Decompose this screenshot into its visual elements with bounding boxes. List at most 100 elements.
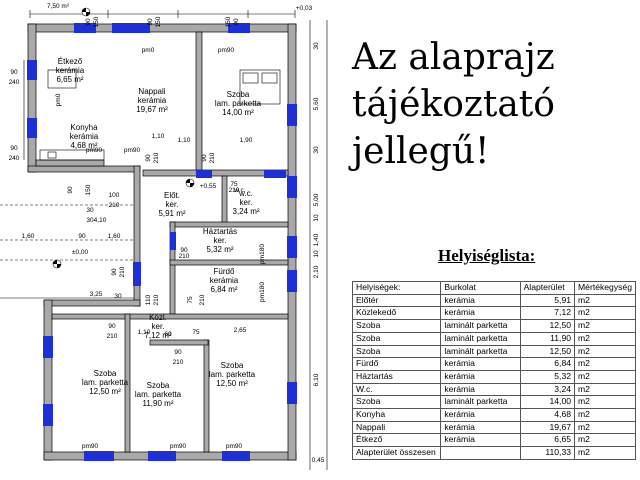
- room-area-label: 5,91 m²: [158, 209, 185, 218]
- table-cell: kerámia: [440, 420, 521, 435]
- bed-icon: [239, 69, 281, 105]
- header-cell: Alapterület: [519, 281, 576, 295]
- room-finish-label: lam. parketta: [209, 370, 256, 379]
- room-name-label: w.c.: [238, 189, 253, 198]
- dimension-label: 90: [174, 349, 182, 356]
- table-cell: Nappali: [351, 420, 442, 435]
- table-cell: kerámia: [440, 369, 521, 384]
- windows: [27, 23, 297, 461]
- dimension-label: 2,10: [313, 265, 320, 278]
- room-name-label: Étkező: [58, 57, 83, 66]
- table-cell: 12,50: [519, 344, 576, 359]
- dimension-label: ±0,00: [72, 249, 89, 256]
- dimension-label: 90: [78, 233, 86, 240]
- table-cell: kerámia: [440, 293, 521, 308]
- dimension-label: 110: [145, 294, 152, 305]
- dimension-label: 75: [230, 181, 238, 188]
- dimension-label: 3,25: [90, 291, 103, 298]
- table-cell: 6,65: [519, 433, 576, 448]
- notice-line: tájékoztató: [352, 84, 555, 125]
- dimension-label: 240: [9, 155, 20, 162]
- table-cell: laminált parketta: [440, 319, 521, 333]
- room-area-label: 14,00 m²: [222, 108, 254, 117]
- table-cell: m2: [574, 306, 636, 321]
- room-list-title: Helyiséglista:: [438, 246, 536, 265]
- dimension-label: 60: [164, 331, 172, 338]
- dimension-label: 30: [86, 207, 94, 214]
- dimension-label: 5,60: [313, 97, 320, 110]
- level-marker-icons: [52, 7, 195, 269]
- dimension-label: 1,60: [22, 233, 35, 240]
- table-cell: Szoba: [351, 344, 442, 359]
- table-cell: Közlekedő: [351, 306, 442, 321]
- dimension-label: 210: [173, 359, 184, 366]
- dimension-label: 1,10: [178, 137, 191, 144]
- table-cell: Étkező: [351, 433, 442, 448]
- dimension-label: pm180: [259, 282, 266, 302]
- table-cell: Háztartás: [351, 369, 442, 384]
- room-area-label: 7,12 m²: [144, 331, 171, 340]
- dimension-label: 7,50 m²: [47, 3, 70, 10]
- room-finish-label: ker.: [214, 236, 227, 245]
- dimension-label: 1,90: [240, 137, 253, 144]
- table-cell: m2: [574, 319, 636, 333]
- dimension-label: 210: [153, 152, 160, 163]
- table-cell: 12,50: [519, 319, 576, 333]
- dimension-label: pm0: [142, 47, 155, 54]
- table-cell: m2: [574, 344, 636, 359]
- room-finish-label: ker.: [240, 198, 253, 207]
- dimension-label: pm180: [259, 244, 266, 264]
- dimension-label: 150: [155, 16, 162, 27]
- dimension-label: 4,10: [94, 217, 107, 224]
- dimension-label: 90: [201, 154, 208, 162]
- room-finish-label: kerámia: [138, 96, 167, 105]
- table-cell: 19,67: [519, 420, 576, 435]
- table-cell: m2: [574, 446, 636, 460]
- room-name-label: Szoba: [147, 381, 170, 390]
- dimension-label: 210: [179, 253, 190, 260]
- table-cell: kerámia: [440, 357, 521, 371]
- table-cell: 4,68: [519, 408, 576, 422]
- table-cell: m2: [574, 369, 636, 384]
- dimension-label: 90: [147, 18, 154, 26]
- dimension-label: 90: [180, 247, 188, 254]
- dimension-lines: [0, 10, 328, 470]
- room-area-label: 12,50 m²: [89, 387, 121, 396]
- dimension-label: w.c.: [233, 187, 245, 194]
- room-name-label: Konyha: [70, 123, 98, 132]
- dimension-label: 210: [153, 294, 160, 305]
- table-cell: 110,33: [519, 446, 576, 460]
- table-cell: Szoba: [351, 395, 442, 410]
- dimension-label: pm90: [170, 443, 187, 450]
- dimension-label: 210: [209, 152, 216, 163]
- room-area-label: 6,65 m²: [56, 75, 83, 84]
- dimension-label: 210: [109, 202, 120, 209]
- dimension-label: 75: [187, 296, 194, 304]
- room-finish-label: ker.: [166, 200, 179, 209]
- room-name-label: Szoba: [94, 369, 117, 378]
- room-finish-label: lam. parketta: [135, 390, 182, 399]
- room-name-label: Háztartás: [203, 227, 237, 236]
- room-area-label: 11,90 m²: [143, 399, 174, 408]
- table-cell: Szoba: [351, 331, 442, 346]
- table-cell: Előtér: [351, 293, 442, 308]
- dimension-label: 210: [229, 187, 240, 194]
- table-cell: 3,24: [519, 382, 576, 397]
- dimension-label: 240: [9, 79, 20, 86]
- dimension-label: 30: [114, 293, 122, 300]
- dimension-label: 5,00: [313, 193, 320, 206]
- dimension-label: 1,60: [108, 233, 121, 240]
- room-list-table: Helyiségek: Burkolat Alapterület Mértéke…: [351, 281, 636, 460]
- room-finish-label: ker.: [152, 322, 165, 331]
- room-area-label: 12,50 m²: [216, 379, 248, 388]
- table-cell: Alapterület összesen: [351, 446, 442, 460]
